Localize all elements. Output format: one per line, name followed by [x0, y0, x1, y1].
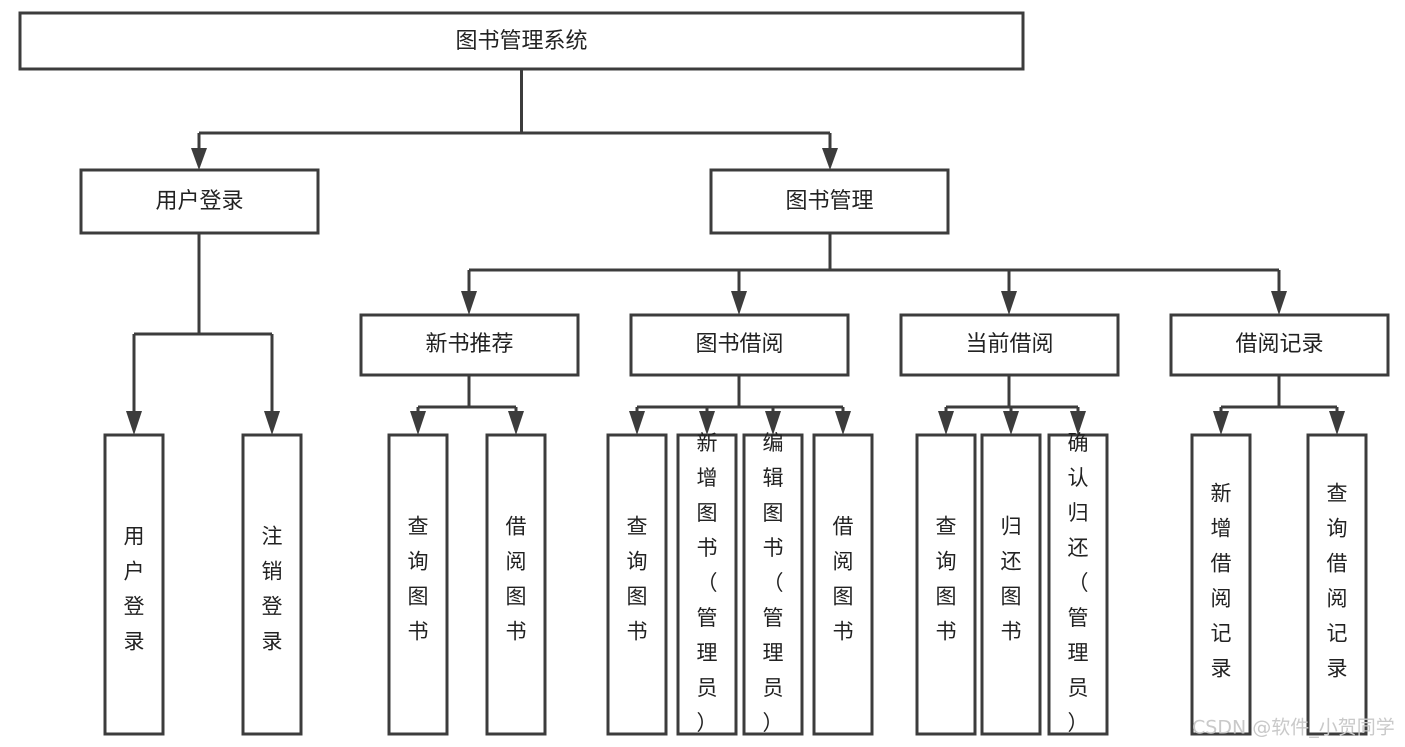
node-book-management[interactable]: 图书管理 — [709, 168, 950, 235]
node-user-login[interactable]: 用户登录 — [79, 168, 320, 235]
node-leaf-confirm-return-admin-label: 确认归还（管理员） — [1068, 431, 1089, 735]
arrow-head-leaf-query-book-2 — [629, 411, 645, 435]
node-leaf-edit-book-admin[interactable]: 编辑图书（管理员） — [742, 431, 804, 736]
node-user-login-box[interactable] — [79, 168, 320, 235]
node-leaf-query-borrow-record-box[interactable] — [1306, 433, 1368, 736]
node-book-management-box[interactable] — [709, 168, 950, 235]
node-leaf-edit-book-admin-box[interactable] — [742, 433, 804, 736]
connector-group-current-borrow — [938, 375, 1086, 435]
node-leaf-return-book-label: 归还图书 — [1001, 515, 1022, 644]
node-leaf-query-book-2-label: 查询图书 — [627, 515, 648, 644]
arrow-head-leaf-query-book-1 — [410, 411, 426, 435]
node-leaf-edit-book-admin-label: 编辑图书（管理员） — [763, 431, 784, 735]
node-leaf-add-borrow-record[interactable]: 新增借阅记录 — [1190, 433, 1252, 736]
node-leaf-user-login-box[interactable] — [103, 433, 165, 736]
connector-group-new-book-recommend — [410, 375, 524, 435]
node-user-login-label: 用户登录 — [155, 189, 243, 214]
node-leaf-return-book[interactable]: 归还图书 — [980, 433, 1042, 736]
arrow-head-leaf-borrow-book-2 — [835, 411, 851, 435]
node-book-management-label: 图书管理 — [785, 189, 873, 214]
node-root[interactable]: 图书管理系统 — [18, 11, 1025, 71]
node-current-borrow[interactable]: 当前借阅 — [899, 313, 1120, 377]
node-leaf-query-book-1-label: 查询图书 — [408, 515, 429, 644]
node-leaf-query-book-2[interactable]: 查询图书 — [606, 433, 668, 736]
node-leaf-user-login[interactable]: 用户登录 — [103, 433, 165, 736]
arrow-head-borrow-record — [1271, 291, 1287, 315]
node-root-label: 图书管理系统 — [455, 29, 587, 54]
arrow-head-book-borrow — [731, 291, 747, 315]
node-book-borrow[interactable]: 图书借阅 — [629, 313, 850, 377]
arrow-head-leaf-add-book-admin — [699, 411, 715, 435]
arrow-head-leaf-user-login — [126, 411, 142, 435]
node-leaf-user-login-label: 用户登录 — [124, 525, 145, 654]
arrow-head-book-management — [822, 148, 838, 170]
arrow-head-leaf-query-borrow-record — [1329, 411, 1345, 435]
node-new-book-recommend-box[interactable] — [359, 313, 580, 377]
node-leaf-borrow-book-1-box[interactable] — [485, 433, 547, 736]
node-leaf-query-borrow-record-label: 查询借阅记录 — [1327, 482, 1348, 681]
node-leaf-borrow-book-2-box[interactable] — [812, 433, 874, 736]
node-current-borrow-label: 当前借阅 — [965, 332, 1053, 357]
node-leaf-query-book-3[interactable]: 查询图书 — [915, 433, 977, 736]
node-leaf-add-book-admin-label: 新增图书（管理员） — [697, 431, 718, 735]
connector-group-user-login — [126, 233, 280, 435]
node-book-borrow-label: 图书借阅 — [695, 332, 783, 357]
node-leaf-borrow-book-1-label: 借阅图书 — [506, 515, 527, 644]
node-leaf-confirm-return-admin[interactable]: 确认归还（管理员） — [1047, 431, 1109, 736]
csdn-watermark: CSDN @软件_小贺同学 — [1192, 717, 1395, 739]
arrow-head-leaf-borrow-book-1 — [508, 411, 524, 435]
node-leaf-add-borrow-record-label: 新增借阅记录 — [1211, 482, 1232, 681]
node-book-borrow-box[interactable] — [629, 313, 850, 377]
node-borrow-record-label: 借阅记录 — [1235, 332, 1323, 357]
arrow-head-leaf-add-borrow-record — [1213, 411, 1229, 435]
node-root-box[interactable] — [18, 11, 1025, 71]
node-leaf-logout-login-box[interactable] — [241, 433, 303, 736]
node-leaf-add-borrow-record-box[interactable] — [1190, 433, 1252, 736]
arrow-head-current-borrow — [1001, 291, 1017, 315]
node-leaf-add-book-admin-box[interactable] — [676, 433, 738, 736]
arrow-head-leaf-query-book-3 — [938, 411, 954, 435]
node-leaf-query-book-3-label: 查询图书 — [936, 515, 957, 644]
node-borrow-record[interactable]: 借阅记录 — [1169, 313, 1390, 377]
node-leaf-query-borrow-record[interactable]: 查询借阅记录 — [1306, 433, 1368, 736]
node-borrow-record-box[interactable] — [1169, 313, 1390, 377]
arrow-head-leaf-confirm-return-admin — [1070, 411, 1086, 435]
connector-group-borrow-record — [1213, 375, 1345, 435]
node-leaf-borrow-book-1[interactable]: 借阅图书 — [485, 433, 547, 736]
node-leaf-add-book-admin[interactable]: 新增图书（管理员） — [676, 431, 738, 736]
node-leaf-logout-login-label: 注销登录 — [262, 525, 283, 654]
arrow-head-leaf-edit-book-admin — [765, 411, 781, 435]
arrow-head-new-book-recommend — [461, 291, 477, 315]
node-leaf-borrow-book-2[interactable]: 借阅图书 — [812, 433, 874, 736]
node-new-book-recommend[interactable]: 新书推荐 — [359, 313, 580, 377]
node-leaf-query-book-2-box[interactable] — [606, 433, 668, 736]
node-leaf-confirm-return-admin-box[interactable] — [1047, 433, 1109, 736]
node-leaf-query-book-1-box[interactable] — [387, 433, 449, 736]
connector-group-book-borrow — [629, 375, 851, 435]
node-leaf-logout-login[interactable]: 注销登录 — [241, 433, 303, 736]
node-current-borrow-box[interactable] — [899, 313, 1120, 377]
connector-group-root — [191, 69, 838, 170]
connector-group-book-management — [461, 233, 1287, 315]
arrow-head-leaf-return-book — [1003, 411, 1019, 435]
node-leaf-borrow-book-2-label: 借阅图书 — [833, 515, 854, 644]
node-leaf-query-book-3-box[interactable] — [915, 433, 977, 736]
arrow-head-leaf-logout-login — [264, 411, 280, 435]
node-new-book-recommend-label: 新书推荐 — [425, 332, 513, 357]
node-leaf-query-book-1[interactable]: 查询图书 — [387, 433, 449, 736]
arrow-head-user-login — [191, 148, 207, 170]
node-leaf-return-book-box[interactable] — [980, 433, 1042, 736]
